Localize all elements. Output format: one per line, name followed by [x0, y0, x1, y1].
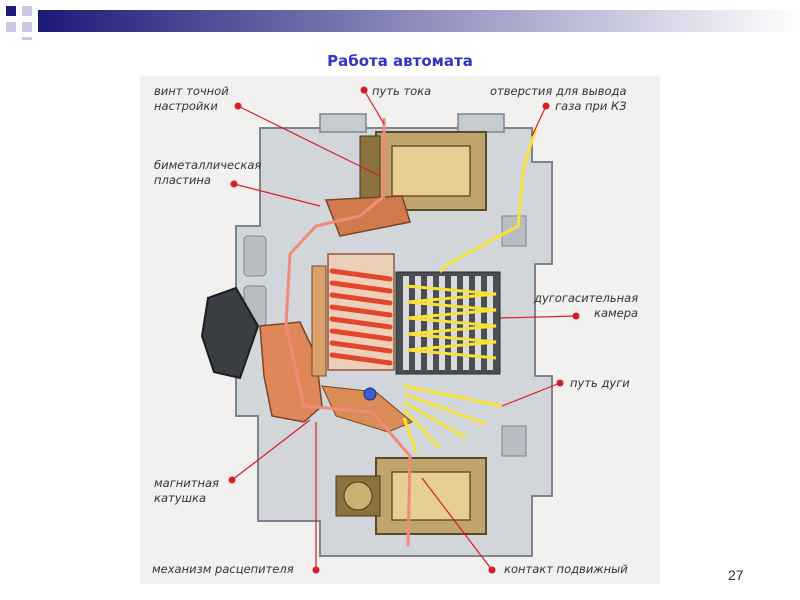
- callout-gas-vents: отверстия для вывода газа при КЗ: [490, 84, 627, 113]
- callout-pointer-lines: [231, 89, 577, 571]
- callout-current-path: путь тока: [372, 84, 432, 98]
- callout-bimetal-strip: биметаллическая пластина: [154, 158, 262, 187]
- callout-markers: [228, 86, 580, 574]
- callout-moving-contact: контакт подвижный: [504, 562, 628, 576]
- toggle-lever: [200, 286, 260, 380]
- arc-path-lines: [402, 127, 538, 453]
- slide-title: Работа автомата: [327, 52, 473, 70]
- breaker-cutaway-diagram: [140, 76, 660, 584]
- slide-number: 27: [728, 567, 744, 583]
- bottom-terminal: [335, 457, 487, 535]
- callout-trip-mechanism: механизм расцепителя: [152, 562, 294, 576]
- trip-mechanism-parts: [259, 195, 413, 433]
- current-path-line: [284, 118, 412, 547]
- slide-corner-decoration: [6, 6, 800, 40]
- callout-adjust-screw: винт точной настройки: [154, 84, 229, 113]
- callout-arc-path: путь дуги: [570, 376, 630, 390]
- callout-magnetic-coil: магнитная катушка: [154, 476, 219, 505]
- callout-arc-chute: дугогасительная камера: [534, 291, 639, 320]
- magnetic-coil: [327, 253, 395, 371]
